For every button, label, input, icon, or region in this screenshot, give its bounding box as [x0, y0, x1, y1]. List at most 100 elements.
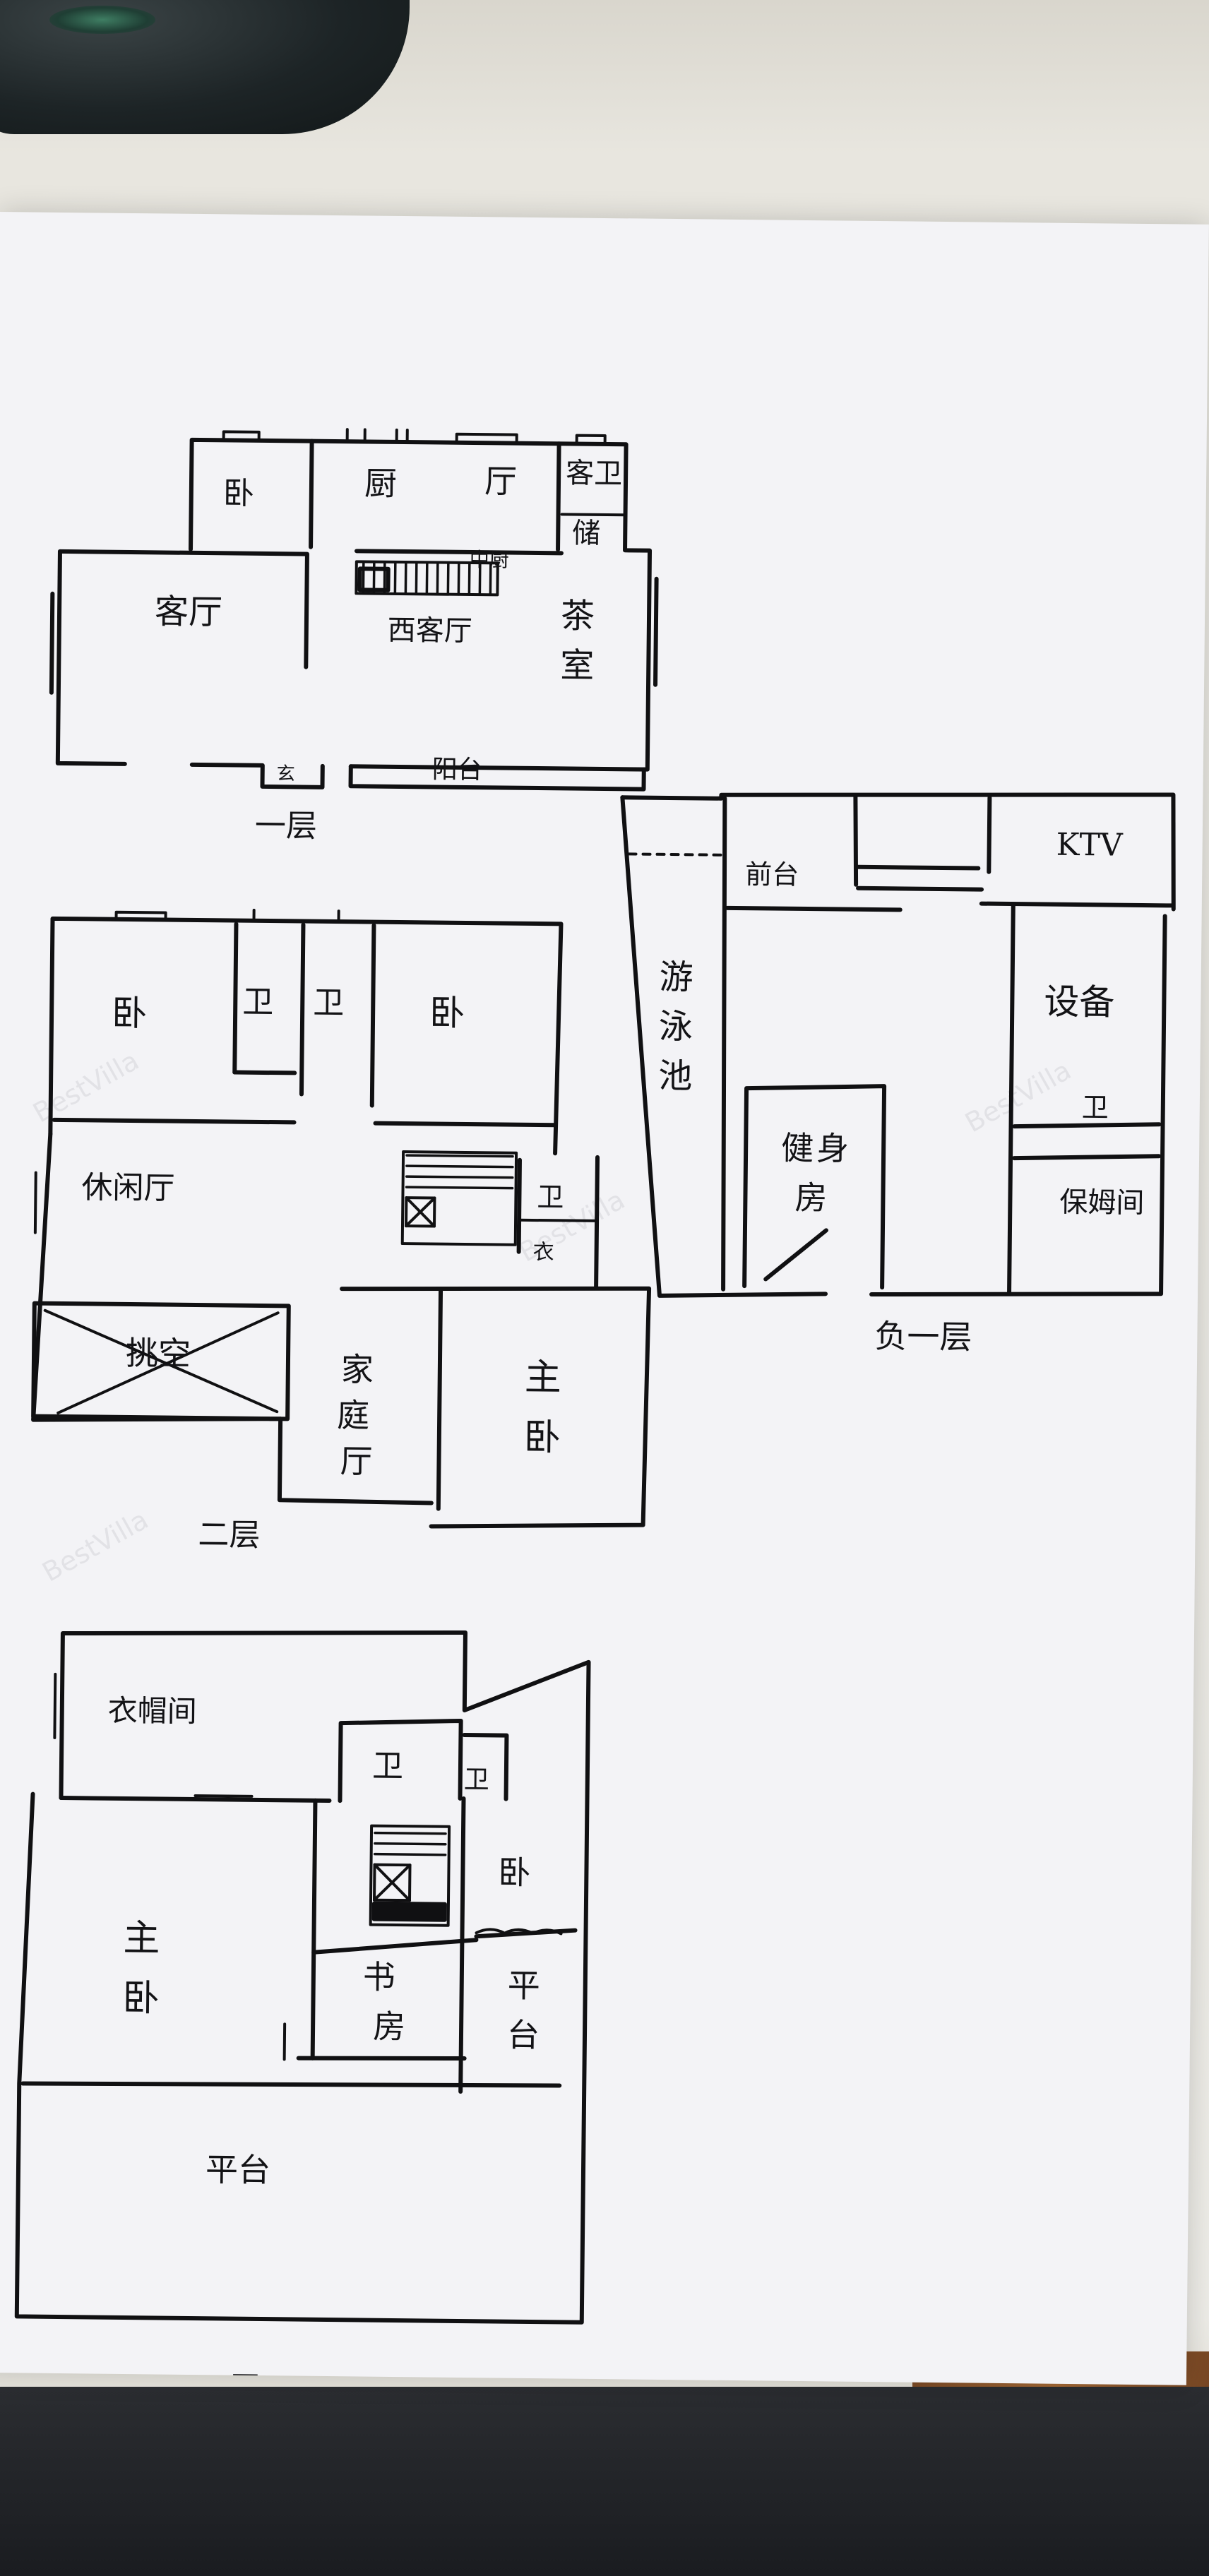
f3-stair-outline — [369, 1824, 451, 1927]
f3-terrace-right-label-1: 平 — [507, 1967, 540, 2005]
f3-stair-void-cross — [372, 1863, 412, 1902]
b1-bath-bottom — [1012, 1154, 1162, 1161]
f1-guestbath-partition — [556, 441, 561, 552]
b1-lobby-bottom — [725, 905, 903, 912]
b1-outer-bottom-right — [869, 914, 1167, 1297]
f3-stair-fill — [371, 1901, 447, 1922]
f2-bath2-label: 卫 — [313, 985, 345, 1021]
f2-closet-label: 衣 — [532, 1240, 554, 1265]
device-indicator-light — [49, 6, 155, 34]
f1-floor-title: 一层 — [255, 808, 318, 845]
f1-balcony-wall — [348, 764, 646, 792]
f1-western-living-label: 西客厅 — [388, 614, 472, 648]
b1-ktv-label: KTV — [1056, 827, 1124, 864]
f1-window-right — [653, 576, 659, 687]
f2-bath3-label: 卫 — [537, 1181, 564, 1212]
watermark-2: BestVilla — [513, 1184, 630, 1268]
f3-terrace-top — [20, 2081, 562, 2088]
f1-porch-wall — [189, 762, 325, 789]
f3-floor-title: 三层 — [196, 2369, 261, 2385]
f3-wardrobe-label: 衣帽间 — [108, 1693, 198, 1729]
f1-living-label: 客厅 — [155, 592, 223, 632]
b1-corridor-top — [856, 864, 981, 871]
sketch-paper: BestVilla BestVilla BestVilla BestVilla — [0, 212, 1209, 2385]
b1-lobby-right — [853, 794, 859, 887]
f2-master-left-wall — [436, 1287, 443, 1511]
b1-bath-top — [1012, 1122, 1162, 1129]
f3-outer-wall — [14, 1630, 591, 2325]
b1-pool-label-1: 游 — [659, 958, 693, 997]
f1-storage-label: 储 — [572, 518, 600, 550]
watermark-4: BestVilla — [37, 1504, 153, 1588]
f3-stair-void-box — [372, 1863, 412, 1902]
b1-pool-label-2: 泳 — [659, 1007, 693, 1046]
f1-guest-bath-label: 客卫 — [566, 457, 622, 490]
f2-leisure-top — [52, 1117, 297, 1125]
f3-railing — [475, 1928, 563, 1936]
f2-family-label-2: 庭 — [337, 1396, 370, 1434]
f2-leisure-label: 休闲厅 — [81, 1169, 175, 1206]
b1-equipment-label: 设备 — [1044, 982, 1115, 1023]
f2-family-label-3: 厅 — [340, 1442, 373, 1480]
f3-study-bottom — [296, 2056, 467, 2061]
f1-kitchen-alt-label: 厅 — [484, 462, 518, 500]
b1-outer-left — [620, 795, 828, 1298]
f3-bath2-label: 卫 — [464, 1765, 489, 1794]
floor-1-plan: 卧 厨 厅 客卫 储 中厨 客厅 西客厅 茶 室 玄 阳台 一层 — [49, 428, 659, 845]
b1-gym-walls — [742, 1084, 887, 1290]
b1-lobby-label: 前台 — [745, 859, 799, 890]
f2-stair-outline — [400, 1150, 518, 1246]
basement-plan: 游 泳 池 前台 KTV 设备 卫 保姆间 健 身 房 负一层 — [620, 792, 1176, 1356]
f2-bedroom-left-label: 卧 — [112, 993, 148, 1034]
f2-bath1-right — [299, 922, 306, 1097]
f2-void-cross — [43, 1308, 280, 1414]
b1-service-wall — [1007, 902, 1016, 1295]
f2-void-box — [31, 1301, 291, 1421]
f2-bath1-left — [232, 922, 239, 1075]
b1-outer-top — [620, 792, 1176, 912]
f2-void-label: 挑空 — [126, 1334, 191, 1373]
f2-bedroom-bottom — [373, 1121, 558, 1128]
f3-master-label-2: 卧 — [122, 1977, 160, 2020]
f1-bedroom-label: 卧 — [223, 475, 255, 511]
b1-pool-wall — [721, 796, 727, 1292]
f3-bath2-walls — [462, 1733, 509, 1801]
f3-window-ticks — [16, 1672, 287, 2241]
f2-stair-void-box — [404, 1196, 436, 1228]
b1-nanny-label: 保姆间 — [1059, 1186, 1144, 1220]
f1-kitchen-label: 厨 — [364, 464, 398, 502]
f3-study-label-2: 房 — [373, 2008, 406, 2046]
f3-bath1-walls — [338, 1718, 463, 1803]
f2-bath3-bottom — [518, 1218, 599, 1222]
f3-wardrobe-bottom — [59, 1796, 332, 1803]
b1-gym-label-2: 身 — [816, 1129, 850, 1167]
floor-2-plan: 卧 卫 卫 卧 休闲厅 卫 衣 挑空 家 庭 厅 主 卧 二层 — [31, 908, 652, 1554]
f3-bedroom-label: 卧 — [498, 1854, 531, 1892]
f2-bedroom-right-label: 卧 — [429, 992, 465, 1034]
f2-stair-void-cross — [404, 1196, 436, 1228]
f1-bedroom-partition — [309, 439, 314, 549]
f3-terrace-bottom-label: 平台 — [206, 2150, 271, 2189]
floor-plan-sketch: BestVilla BestVilla BestVilla BestVilla — [14, 428, 1176, 2385]
f2-bath3-left — [516, 1157, 522, 1254]
f3-terrace-right-label-2: 台 — [507, 2016, 540, 2054]
f1-tea-label-2: 室 — [560, 645, 595, 685]
f2-master-label-1: 主 — [524, 1356, 561, 1400]
f1-pantry-label: 中厨 — [470, 548, 509, 572]
b1-gym-label-3: 房 — [794, 1179, 828, 1217]
f1-balcony-label: 阳台 — [432, 755, 483, 785]
b1-gym-label-1: 健 — [781, 1129, 814, 1167]
b1-bath-label: 卫 — [1082, 1092, 1109, 1123]
f3-stair-treads — [373, 1831, 447, 1856]
f1-window-ticks — [222, 428, 607, 444]
f2-bath3-right — [594, 1155, 600, 1290]
f2-master-outline — [340, 1286, 652, 1529]
f1-outer-wall-left — [55, 549, 127, 766]
f1-storage-wall — [560, 513, 627, 517]
f2-outer-top — [48, 916, 564, 1156]
f2-window-ticks — [33, 908, 340, 1234]
f2-family-label-1: 家 — [341, 1350, 374, 1388]
f1-living-wall — [57, 549, 309, 669]
f1-tea-label-1: 茶 — [561, 596, 595, 636]
